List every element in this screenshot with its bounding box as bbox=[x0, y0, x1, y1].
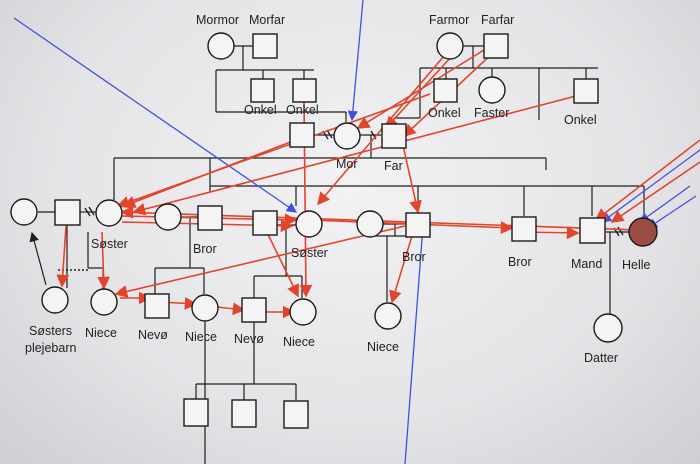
label-soster-2: Søster bbox=[291, 246, 328, 260]
niece-2-node bbox=[191, 294, 219, 322]
bror-3-node bbox=[511, 216, 537, 242]
niece-1-node bbox=[90, 288, 118, 316]
mor-node bbox=[333, 122, 361, 150]
label-niece-4: Niece bbox=[367, 340, 399, 354]
soster-1-ex-partner-node bbox=[10, 198, 38, 226]
label-mand: Mand bbox=[571, 257, 602, 271]
grandchild-3-node bbox=[283, 400, 309, 429]
label-helle: Helle bbox=[622, 258, 651, 272]
label-farmor: Farmor bbox=[429, 13, 469, 27]
label-onkel-1: Onkel bbox=[244, 103, 277, 117]
label-niece-1: Niece bbox=[85, 326, 117, 340]
far-node bbox=[381, 123, 407, 149]
label-sosters-plejebarn-1: Søsters bbox=[29, 324, 72, 338]
farfar-node bbox=[483, 33, 509, 59]
niece-3-node bbox=[289, 298, 317, 326]
onkel-2-node bbox=[292, 78, 317, 103]
soster-1-partner-node bbox=[54, 199, 81, 226]
mormor-node bbox=[207, 32, 235, 60]
label-datter: Datter bbox=[584, 351, 618, 365]
label-mor: Mor bbox=[336, 157, 358, 171]
label-bror-3: Bror bbox=[508, 255, 532, 269]
label-faster: Faster bbox=[474, 106, 509, 120]
label-mormor: Mormor bbox=[196, 13, 239, 27]
label-onkel-3: Onkel bbox=[428, 106, 461, 120]
label-niece-3: Niece bbox=[283, 335, 315, 349]
grandchild-1-node bbox=[183, 398, 209, 427]
onkel-1-node bbox=[250, 78, 275, 103]
faster-node bbox=[478, 76, 506, 104]
family-lines bbox=[29, 45, 645, 464]
label-bror-2: Bror bbox=[402, 250, 426, 264]
red-relation-arrows bbox=[56, 49, 700, 319]
label-nevo-2: Nevø bbox=[234, 332, 264, 346]
label-far: Far bbox=[384, 159, 403, 173]
bror-2-node bbox=[405, 212, 431, 238]
label-farfar: Farfar bbox=[481, 13, 514, 27]
bror-1-node bbox=[197, 205, 223, 231]
datter-node bbox=[593, 313, 623, 343]
people bbox=[10, 32, 658, 429]
mand-node bbox=[579, 217, 606, 244]
morfar-node bbox=[252, 33, 278, 59]
labels: Mormor Morfar Farmor Farfar Onkel Onkel … bbox=[25, 13, 651, 365]
label-soster-1: Søster bbox=[91, 237, 128, 251]
label-onkel-4: Onkel bbox=[564, 113, 597, 127]
label-bror-1: Bror bbox=[193, 242, 217, 256]
label-morfar: Morfar bbox=[249, 13, 285, 27]
label-niece-2: Niece bbox=[185, 330, 217, 344]
onkel-4-node bbox=[573, 78, 599, 104]
label-onkel-2: Onkel bbox=[286, 103, 319, 117]
onkel-3-node bbox=[433, 78, 458, 103]
soster-1-node bbox=[95, 199, 123, 227]
label-sosters-plejebarn-2: plejebarn bbox=[25, 341, 76, 355]
mor-ex-partner-node bbox=[289, 122, 315, 148]
helle-node bbox=[628, 217, 658, 247]
farmor-node bbox=[436, 32, 464, 60]
bror-2-partner-node bbox=[356, 210, 384, 238]
bror-1-partner-node bbox=[154, 203, 182, 231]
soster-2-node bbox=[295, 210, 323, 238]
nevo-1-node bbox=[144, 293, 170, 319]
nevo-2-node bbox=[241, 297, 267, 323]
niece-4-node bbox=[374, 302, 402, 330]
label-nevo-1: Nevø bbox=[138, 328, 168, 342]
soster-2-partner-node bbox=[252, 210, 278, 236]
blue-pointer-lines bbox=[13, 0, 700, 464]
grandchild-2-node bbox=[231, 399, 257, 428]
sosters-plejebarn-node bbox=[41, 286, 69, 314]
